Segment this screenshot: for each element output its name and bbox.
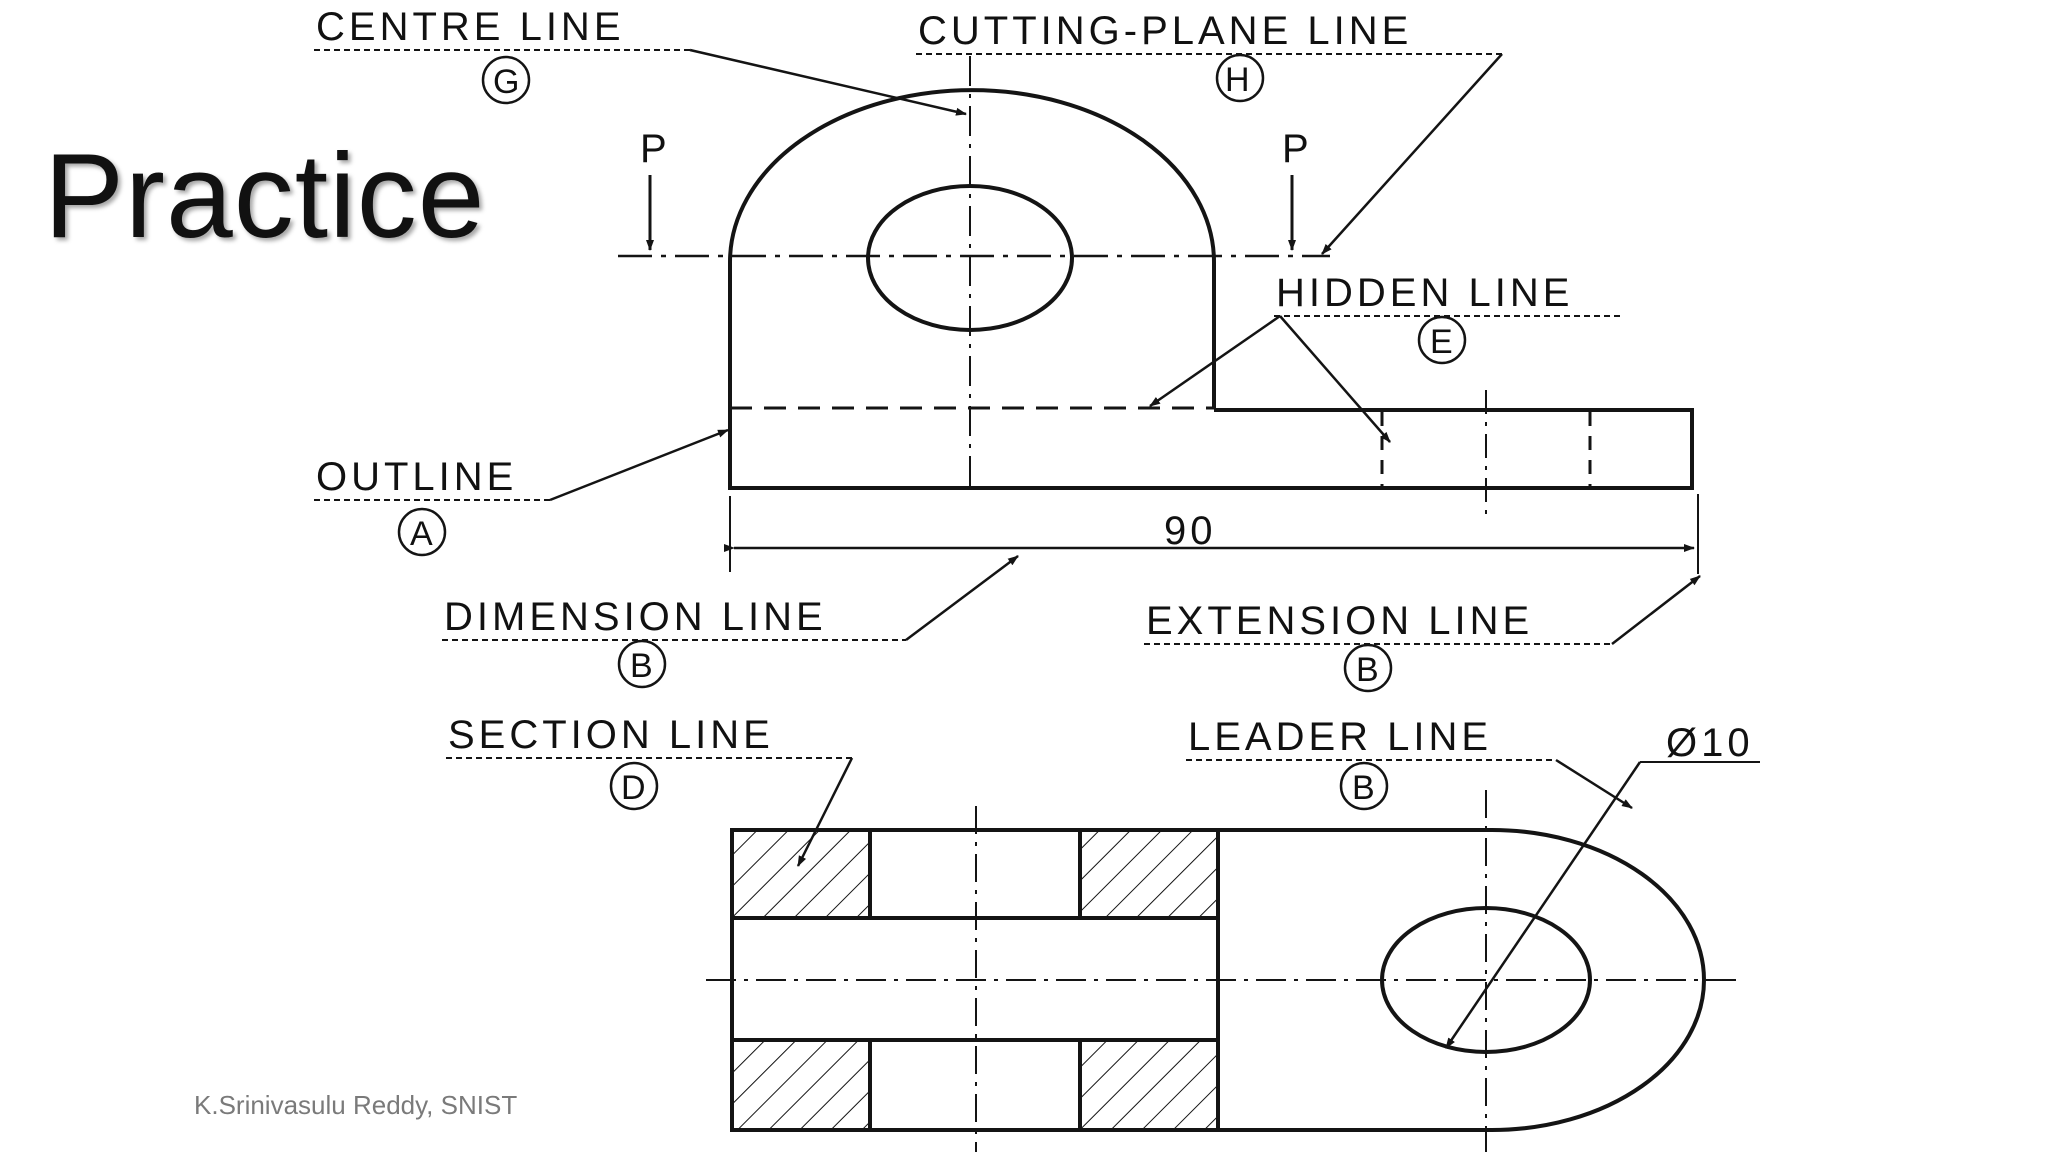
- leader-line-label: LEADER LINE: [1188, 715, 1492, 759]
- cutting-plane-code: H: [1225, 61, 1250, 99]
- extension-line-label: EXTENSION LINE: [1146, 599, 1533, 643]
- centre-line-code-circle: [481, 55, 531, 105]
- extension-line-code-circle: [1343, 643, 1393, 693]
- cutting-plane-leader: [1321, 53, 1503, 255]
- leader-line-code-circle: [1339, 761, 1389, 811]
- extension-line-code: B: [1356, 651, 1379, 689]
- diameter-value: Ø10: [1666, 721, 1754, 765]
- section-line-code-circle: [609, 761, 659, 811]
- leader-line-code: B: [1352, 769, 1375, 807]
- diameter-leader: [1444, 761, 1642, 1049]
- top-view: Ø10: [706, 721, 1760, 1152]
- dimension-line-leader: [905, 555, 1019, 641]
- section-block-bottom-right: [1078, 1038, 1220, 1132]
- leader-line-leader: [1555, 758, 1633, 810]
- cut-mark-left: P: [640, 127, 671, 171]
- section-block-top-right: [1078, 828, 1220, 920]
- outline-code: A: [410, 515, 433, 553]
- hidden-line-leader-1: [1149, 314, 1281, 408]
- section-block-top-left: [730, 828, 872, 920]
- section-block-bottom-left: [730, 1038, 872, 1132]
- front-view: P P 90: [618, 56, 1699, 574]
- author-footer: K.Srinivasulu Reddy, SNIST: [194, 1090, 518, 1120]
- hidden-line-leader-2: [1279, 315, 1391, 443]
- cutting-plane-code-circle: [1215, 53, 1265, 103]
- hidden-line-code-circle: [1417, 315, 1467, 365]
- outline-code-circle: [397, 507, 447, 557]
- cutting-plane-label: CUTTING-PLANE LINE: [918, 9, 1412, 53]
- upright-outline: [728, 88, 1216, 408]
- base-outline: [728, 408, 1694, 490]
- section-line-leader: [796, 757, 854, 867]
- labels: CENTRE LINE G CUTTING-PLANE LINE H HIDDE…: [314, 5, 1701, 867]
- cut-mark-right: P: [1282, 127, 1313, 171]
- dimension-line-label: DIMENSION LINE: [444, 595, 827, 639]
- page-title: Practice: [44, 129, 486, 263]
- section-line-code: D: [621, 769, 646, 807]
- outline-label: OUTLINE: [316, 455, 517, 499]
- extension-line-leader: [1611, 575, 1701, 645]
- hidden-line-label: HIDDEN LINE: [1276, 271, 1573, 315]
- centre-line-label: CENTRE LINE: [316, 5, 625, 49]
- outline-leader: [549, 428, 729, 502]
- centre-line-code: G: [493, 63, 519, 101]
- dimension-value: 90: [1164, 509, 1217, 553]
- dimension-line-code: B: [630, 647, 653, 685]
- hidden-line-code: E: [1430, 323, 1453, 361]
- section-line-label: SECTION LINE: [448, 713, 774, 757]
- centre-line-leader: [689, 48, 967, 116]
- dimension-line-code-circle: [617, 639, 667, 689]
